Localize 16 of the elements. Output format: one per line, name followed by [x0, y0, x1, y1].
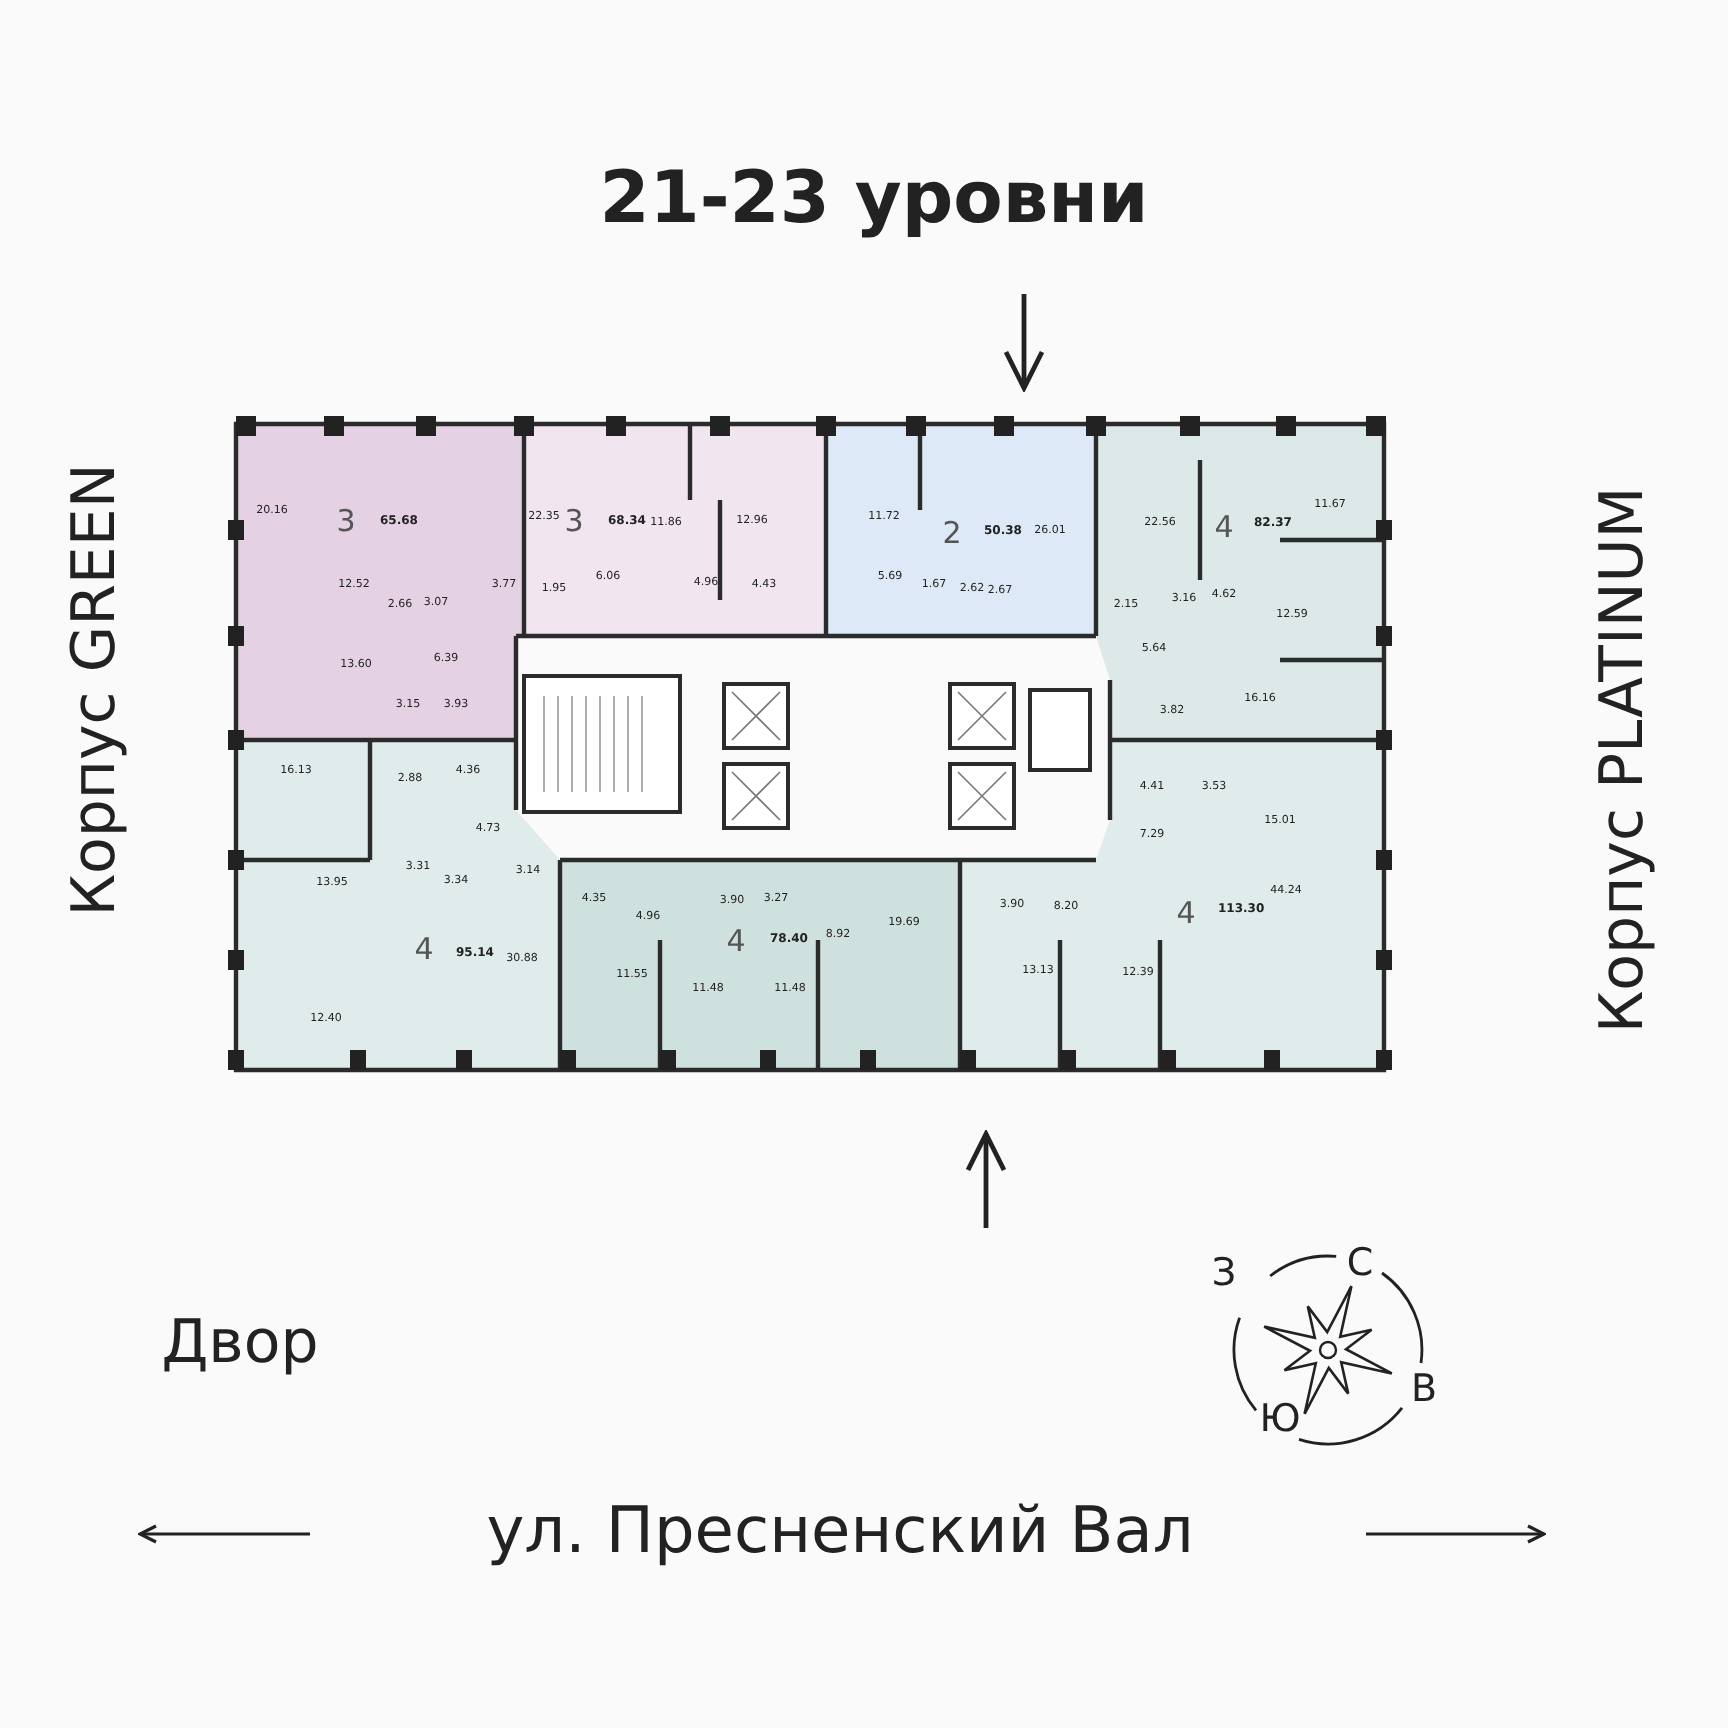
room-count: 4 — [1214, 513, 1234, 543]
room-count: 4 — [414, 935, 434, 965]
building-label: Корпус GREEN — [66, 463, 126, 917]
room-count: 3 — [564, 507, 584, 537]
compass-letter: В — [1410, 1371, 1438, 1409]
room-count: 4 — [726, 927, 746, 957]
room-count: 3 — [336, 507, 356, 537]
compass-letter: З — [1211, 1255, 1237, 1293]
room-count: 2 — [942, 519, 962, 549]
compass-letter: Ю — [1259, 1401, 1301, 1439]
courtyard-label: Двор — [161, 1314, 319, 1374]
title: 21-23 уровни — [599, 164, 1149, 236]
street-name: ул. Пресненский Вал — [486, 1498, 1194, 1562]
compass-letter: С — [1346, 1245, 1374, 1283]
room-count: 4 — [1176, 899, 1196, 929]
building-label: Корпус PLATINUM — [1594, 486, 1654, 1034]
